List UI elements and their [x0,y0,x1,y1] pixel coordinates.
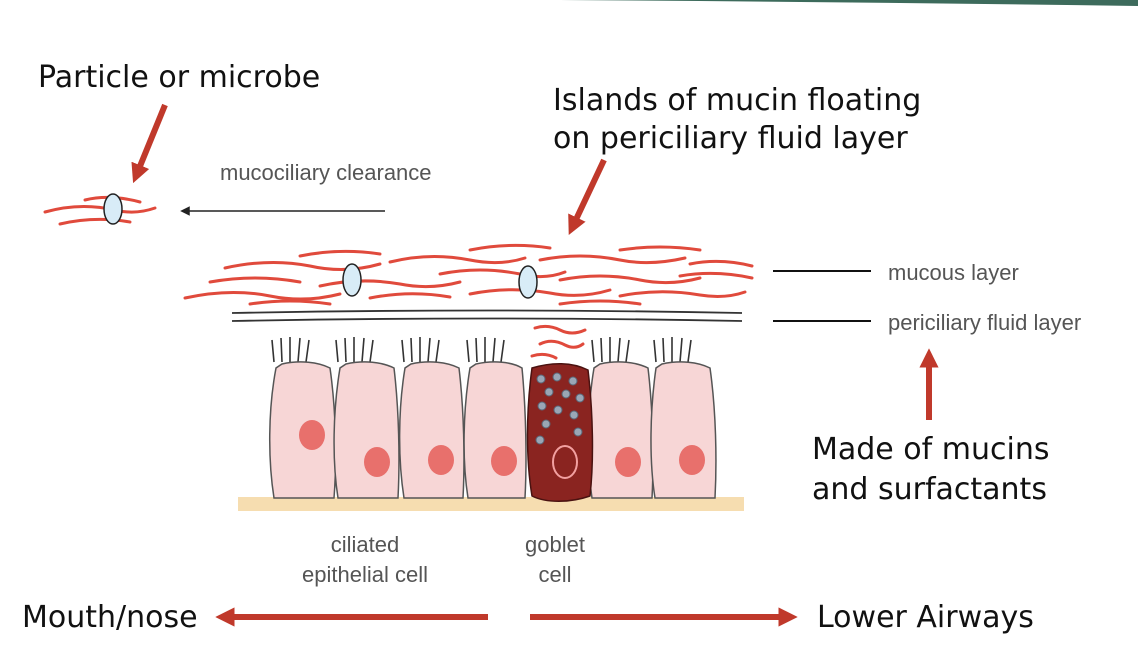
clearance-label: mucociliary clearance [220,160,432,185]
microbe-icon [103,193,123,225]
mucin-secretion [530,324,587,360]
ciliated-cell [587,361,654,499]
ciliated-cell [463,361,527,499]
goblet-line1: goblet [525,532,585,557]
made-of-label: Made of mucins and surfactants [812,430,1049,510]
made-of-line2: and surfactants [812,472,1047,507]
ciliated-line1: ciliated [330,532,400,557]
ciliated-cell [333,361,400,499]
cleared-mucus [43,195,157,226]
particle-arrow [131,103,168,184]
goblet-cell [526,363,594,502]
islands-arrow [568,158,607,235]
goblet-line2: cell [538,562,572,587]
periciliary-layer-label: periciliary fluid layer [888,310,1082,335]
periciliary-fluid-lines [231,309,743,322]
ciliated-cell [650,361,717,499]
mucous-particles [342,263,538,299]
lower-airways-label: Lower Airways [817,600,1034,635]
made-of-line1: Made of mucins [812,432,1050,467]
goblet-cell-label: goblet cell [500,530,610,590]
top-band [560,0,1138,6]
particle-icon [518,265,538,299]
mouth-nose-label: Mouth/nose [22,600,198,635]
islands-label-line1: Islands of mucin floating [553,83,922,118]
mucin-granules [535,372,585,445]
annotation-arrows [131,103,939,627]
mucous-layer [183,243,754,306]
nuclei [299,420,705,477]
particle-label: Particle or microbe [38,60,321,95]
ciliated-cell-label: ciliated epithelial cell [280,530,450,590]
islands-label: Islands of mucin floating on periciliary… [553,82,921,158]
basement-membrane [238,497,744,511]
islands-label-line2: on periciliary fluid layer [553,121,908,156]
ciliated-cells [269,361,717,499]
ciliated-cell [398,361,465,499]
ciliated-line2: epithelial cell [302,562,428,587]
goblet-nucleus [552,445,578,479]
mucous-layer-label: mucous layer [888,260,1019,285]
cilia [271,337,692,363]
particle-icon [342,263,362,297]
